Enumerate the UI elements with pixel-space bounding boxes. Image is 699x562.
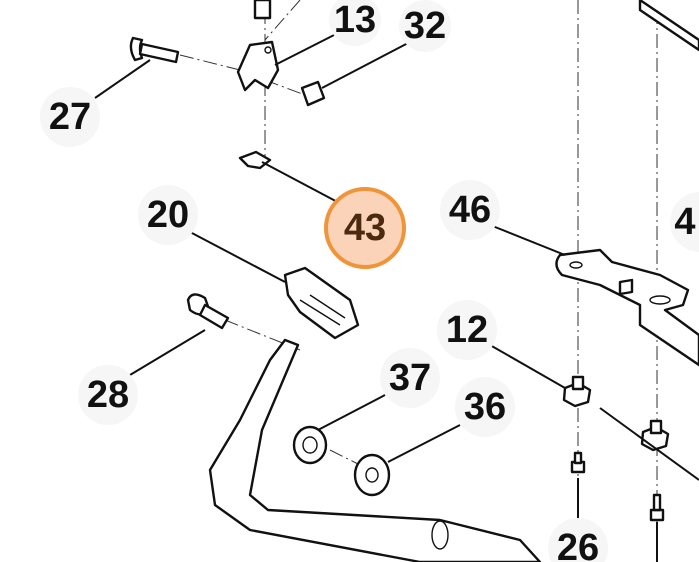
part-26-studs xyxy=(570,451,665,522)
callout-27[interactable]: 27 xyxy=(40,87,100,147)
callout-37[interactable]: 37 xyxy=(380,348,440,408)
callout-32[interactable]: 32 xyxy=(399,0,451,52)
callout-label: 28 xyxy=(87,374,129,416)
part-20-pad xyxy=(283,266,360,340)
callout-label: 43 xyxy=(344,207,386,249)
leader-lines xyxy=(94,31,699,562)
part-32-nut xyxy=(300,80,326,107)
callout-28[interactable]: 28 xyxy=(78,365,138,425)
part-12-nuts xyxy=(562,375,670,452)
callout-label: 26 xyxy=(557,527,599,562)
callout-12[interactable]: 12 xyxy=(437,300,497,360)
callout-label: 36 xyxy=(464,386,506,428)
callout-label: 13 xyxy=(334,0,376,41)
part-13-bracket xyxy=(236,0,280,92)
callout-label: 12 xyxy=(446,309,488,351)
callout-label: 4 xyxy=(674,201,695,243)
part-27-bolt xyxy=(129,36,180,64)
callout-4[interactable]: 4 xyxy=(670,192,699,252)
callout-label: 27 xyxy=(49,96,91,138)
part-28-bolt xyxy=(186,293,230,330)
callout-46[interactable]: 46 xyxy=(440,180,500,240)
part-36-washer xyxy=(353,453,391,497)
callout-20[interactable]: 20 xyxy=(138,185,198,245)
callout-label: 20 xyxy=(147,194,189,236)
callout-43-highlighted[interactable]: 43 xyxy=(324,187,406,269)
part-46-plate xyxy=(555,0,699,367)
callout-36[interactable]: 36 xyxy=(455,377,515,437)
part-pedal-arm xyxy=(208,338,542,562)
callout-label: 32 xyxy=(404,5,446,47)
callout-label: 37 xyxy=(389,357,431,399)
callout-label: 46 xyxy=(449,189,491,231)
callout-26[interactable]: 26 xyxy=(548,518,608,562)
callout-13[interactable]: 13 xyxy=(329,0,381,46)
part-37-washer xyxy=(292,425,328,465)
